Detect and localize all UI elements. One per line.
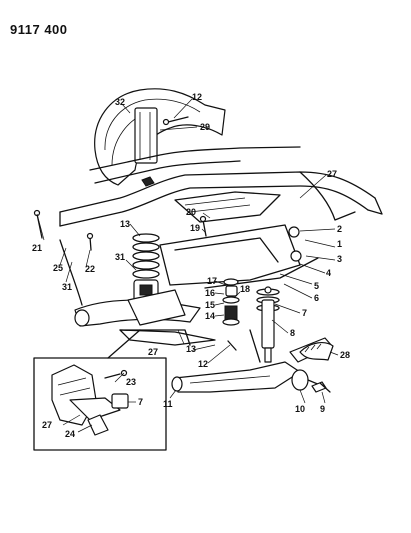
callout-30: 31 bbox=[115, 252, 125, 262]
document-id: 9117 400 bbox=[10, 22, 68, 37]
callout-18: 18 bbox=[240, 284, 250, 294]
inset-detail bbox=[33, 329, 167, 451]
callout-13a: 13 bbox=[120, 219, 130, 229]
callout-17: 17 bbox=[207, 276, 217, 286]
callouts: 32 12 29 27 20 19 13 21 31 25 22 31 2 1 … bbox=[32, 92, 350, 439]
callout-26: 27 bbox=[327, 169, 337, 179]
callout-13b: 13 bbox=[186, 344, 196, 354]
callout-22: 22 bbox=[85, 264, 95, 274]
callout-7b: 7 bbox=[138, 397, 143, 407]
callout-14: 14 bbox=[205, 311, 215, 321]
callout-19: 19 bbox=[190, 223, 200, 233]
callout-20: 20 bbox=[186, 207, 196, 217]
fasteners bbox=[33, 116, 331, 393]
callout-1: 1 bbox=[337, 239, 342, 249]
guard-plate bbox=[299, 342, 334, 361]
callout-29: 28 bbox=[340, 350, 350, 360]
callout-23: 23 bbox=[126, 377, 136, 387]
frame-rail bbox=[59, 146, 383, 227]
callout-32: 32 bbox=[115, 97, 125, 107]
callout-8: 8 bbox=[290, 328, 295, 338]
bump-stop-stack bbox=[222, 278, 240, 326]
callout-27a: 27 bbox=[148, 347, 158, 357]
callout-24: 24 bbox=[65, 429, 75, 439]
frame-bracket bbox=[119, 329, 216, 346]
callout-21: 21 bbox=[32, 243, 42, 253]
callout-27b: 27 bbox=[42, 420, 52, 430]
shock-absorber bbox=[256, 286, 280, 363]
callout-12a: 12 bbox=[192, 92, 202, 102]
callout-16: 16 bbox=[205, 288, 215, 298]
callout-3: 3 bbox=[337, 254, 342, 264]
lower-control-arm bbox=[171, 329, 301, 393]
callout-4: 4 bbox=[326, 268, 331, 278]
callout-2: 2 bbox=[337, 224, 342, 234]
callout-10: 10 bbox=[295, 404, 305, 414]
coil-spring bbox=[132, 233, 160, 303]
knuckle bbox=[119, 289, 191, 346]
callout-6: 6 bbox=[314, 293, 319, 303]
callout-31: 31 bbox=[62, 282, 72, 292]
callout-12b: 12 bbox=[198, 359, 208, 369]
leader-lines bbox=[36, 98, 339, 433]
callout-7a: 7 bbox=[302, 308, 307, 318]
callout-28: 29 bbox=[200, 122, 210, 132]
callout-15: 15 bbox=[205, 300, 215, 310]
callout-5: 5 bbox=[314, 281, 319, 291]
callout-9: 9 bbox=[320, 404, 325, 414]
callout-11: 11 bbox=[163, 399, 173, 409]
wheel-housing bbox=[94, 88, 226, 187]
callout-25: 25 bbox=[53, 263, 63, 273]
